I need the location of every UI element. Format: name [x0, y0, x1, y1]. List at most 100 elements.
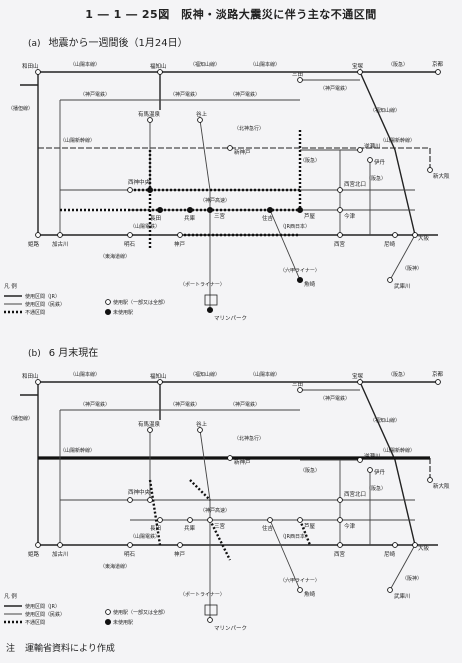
- station-fukuchiyama: [157, 379, 163, 385]
- terminal-box: [204, 294, 218, 306]
- station-arima: [147, 427, 153, 433]
- station-label-kakogawa: 加古川: [52, 550, 69, 558]
- station-sumiyoshi: [266, 206, 274, 214]
- closed-hanshin-b: [298, 519, 312, 546]
- figure-title: 1 ― 1 ― 25図 阪神・淡路大震災に伴う主な不通区間: [85, 8, 377, 21]
- station-label-amagasaki: 尼崎: [384, 550, 396, 558]
- station-label-amagasaki: 尼崎: [384, 240, 396, 248]
- station-tanigami: [197, 117, 203, 123]
- station-fukuchiyama: [157, 69, 163, 75]
- station-nishinomiya-kitaguchi: [337, 187, 343, 193]
- station-label-takarazuka: 宝塚: [352, 372, 364, 380]
- station-label-uozaki: 魚崎: [304, 280, 316, 288]
- station-label-mukogawa: 武庫川: [394, 282, 411, 290]
- station-label-osaka: 大阪: [418, 234, 430, 242]
- station-sannomiya: [207, 517, 213, 523]
- station-label-fukuchiyama: 福知山: [150, 62, 167, 70]
- station-label-marine-park: マリンパーク: [214, 625, 247, 632]
- station-shin-osaka: [427, 167, 433, 173]
- line-label-8: （山陽新幹線）: [60, 137, 95, 144]
- line-label-10: （北神急行）: [234, 435, 264, 442]
- line-label-3: （阪急）: [388, 371, 408, 378]
- legend-station-used: 使用駅（一部又は全部）: [113, 609, 168, 616]
- station-himeji: [35, 232, 41, 238]
- line-rokko-liner: [269, 519, 301, 591]
- station-sumiyoshi: [267, 517, 273, 523]
- station-label-imazu: 今津: [344, 212, 356, 220]
- station-label-nishinomiya-kitaguchi: 西宮北口: [344, 490, 366, 498]
- panel-a-caption: (a)地震から一週間後（1月24日）: [28, 38, 188, 49]
- station-label-itami: 伊丹: [374, 468, 386, 476]
- line-label-11: （阪急）: [300, 467, 320, 474]
- line-label-19: （福知山線）: [370, 417, 400, 424]
- station-label-nagata: 長田: [150, 215, 161, 222]
- station-label-akashi: 明石: [124, 551, 136, 558]
- station-label-hyogo: 兵庫: [184, 524, 196, 532]
- station-kakogawa: [57, 232, 63, 238]
- legend-sample-station-closed: [104, 618, 112, 626]
- station-kyoto: [435, 379, 441, 385]
- station-suzurandai: [147, 497, 153, 503]
- station-label-osaka: 大阪: [418, 544, 430, 552]
- station-label-tanigami: 谷上: [196, 110, 208, 118]
- line-label-9: （山陽新幹線）: [380, 447, 415, 454]
- line-label-9: （山陽新幹線）: [380, 137, 415, 144]
- station-suzurandai: [146, 186, 154, 194]
- line-label-18: （阪神）: [402, 265, 422, 272]
- station-nagata: [157, 517, 163, 523]
- station-label-kyoto: 京都: [432, 60, 444, 68]
- line-label-0: （山陽本線）: [70, 61, 100, 68]
- line-label-2: （山陽本線）: [250, 61, 280, 68]
- station-tanigami: [197, 427, 203, 433]
- station-akashi: [127, 232, 133, 238]
- station-label-hyogo: 兵庫: [184, 214, 196, 222]
- station-label-sakasegawa: 逆瀬川: [364, 142, 381, 150]
- legend-sample-station-closed: [104, 308, 112, 316]
- station-label-wadayama: 和田山: [22, 62, 39, 70]
- closed-kobe-dentetsu-b: [148, 479, 162, 546]
- station-nishi-suzurandai: [127, 497, 133, 503]
- station-mukogawa: [387, 277, 393, 283]
- station-label-kobe: 神戸: [174, 550, 186, 558]
- legend-station-closed: 未使用駅: [113, 619, 133, 626]
- station-uozaki: [297, 587, 303, 593]
- legend-jr: 使用区間（JR）: [25, 293, 60, 300]
- line-label-6: （神戸電鉄）: [230, 91, 260, 98]
- station-ashiya: [296, 206, 304, 214]
- closed-kobe-kosoku: [208, 519, 232, 561]
- station-label-himeji: 姫路: [28, 550, 40, 558]
- line-label-12: （阪急）: [366, 485, 386, 492]
- rail-map-panel-a: 和田山福知山京都宝塚三田姫路加古川明石神戸三宮芦屋西宮尼崎大阪新大阪伊丹有馬温泉…: [4, 60, 450, 322]
- station-label-sanda: 三田: [292, 71, 303, 78]
- station-sanda: [297, 77, 303, 83]
- line-label-13: （JR西日本）: [280, 223, 310, 230]
- station-sakasegawa: [357, 147, 363, 153]
- line-fukuchiyama-b: [359, 381, 416, 546]
- station-label-shin-kobe: 新神戸: [234, 148, 251, 156]
- line-label-16: （六甲ライナー）: [280, 577, 320, 584]
- station-label-shin-osaka: 新大阪: [433, 172, 450, 180]
- line-label-17: （神戸高速）: [200, 197, 230, 204]
- line-label-19: （福知山線）: [370, 107, 400, 114]
- terminal-box: [204, 604, 218, 616]
- line-hanshin-mukogawa: [389, 544, 416, 591]
- station-amagasaki: [392, 542, 398, 548]
- line-label-15: （ポートライナー）: [180, 591, 225, 598]
- station-marine-park: [206, 306, 214, 314]
- line-label-14: （山陽電鉄）: [130, 223, 160, 230]
- line-label-7: （神戸電鉄）: [320, 85, 350, 92]
- station-osaka: [412, 232, 418, 238]
- panel-b-caption: (b)6 月末現在: [28, 348, 99, 359]
- station-arima: [147, 117, 153, 123]
- station-label-uozaki: 魚崎: [304, 590, 316, 598]
- legend-closed: 不通区間: [25, 619, 45, 626]
- station-marine-park: [207, 617, 213, 623]
- closed-hokushin-b: [189, 479, 211, 501]
- station-label-nagata: 長田: [150, 525, 161, 532]
- station-shin-osaka: [427, 477, 433, 483]
- station-nishinomiya-kitaguchi: [337, 497, 343, 503]
- line-label-12: （阪急）: [366, 175, 386, 182]
- station-label-takarazuka: 宝塚: [352, 62, 364, 70]
- station-label-akashi: 明石: [124, 241, 136, 248]
- legend-sample-station-used: [105, 299, 111, 305]
